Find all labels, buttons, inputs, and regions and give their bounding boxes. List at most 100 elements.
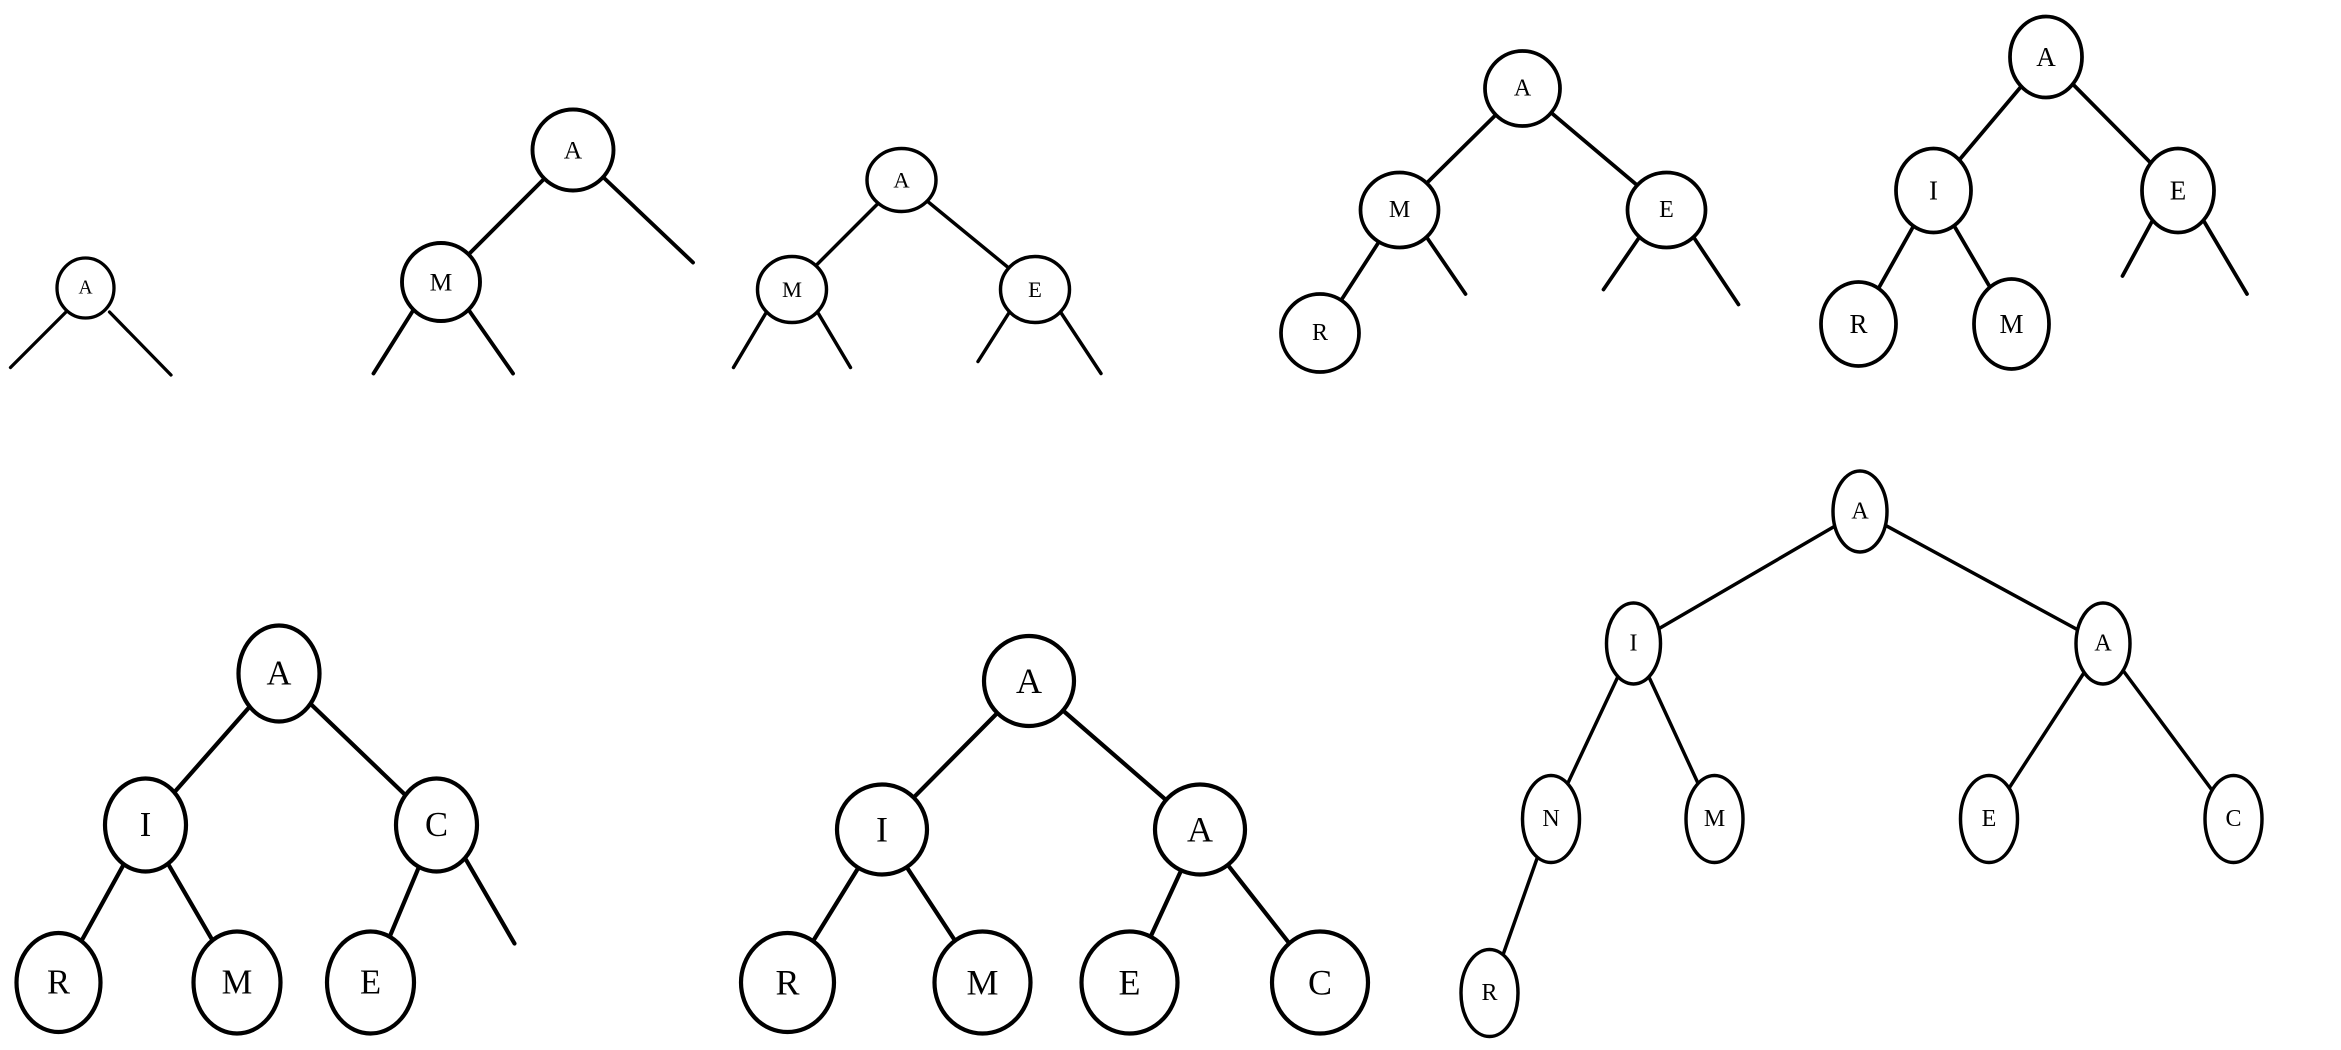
tree-3-empty-branch-1 xyxy=(731,310,769,370)
node-circle xyxy=(1459,947,1520,1039)
node-circle xyxy=(1684,773,1745,865)
tree-7-node-1: A xyxy=(981,633,1077,729)
node-label: E xyxy=(360,964,381,1002)
node-circle xyxy=(2203,773,2264,865)
node-label: M xyxy=(1389,197,1410,223)
node-circle xyxy=(393,776,480,874)
node-circle xyxy=(1894,146,1973,235)
node-circle xyxy=(1079,929,1180,1036)
tree-3-empty-branch-3 xyxy=(976,310,1012,364)
node-circle xyxy=(755,254,829,325)
node-circle xyxy=(1358,170,1441,250)
node-circle xyxy=(1520,773,1582,865)
node-label: I xyxy=(140,806,152,844)
node-circle xyxy=(1625,170,1708,250)
node-circle xyxy=(1958,773,2020,865)
node-label: I xyxy=(1929,176,1938,206)
tree-2-node-2: M xyxy=(400,241,482,323)
tree-1-empty-branch-2 xyxy=(107,310,173,377)
tree-8-node-3: A xyxy=(2074,601,2132,686)
tree-3-node-3: E xyxy=(998,254,1072,325)
tree-7-node-5: M xyxy=(932,929,1033,1036)
tree-3-node-1: A xyxy=(865,146,938,214)
tree-7-node-2: I xyxy=(834,782,930,877)
node-label: E xyxy=(1982,806,1997,832)
node-circle xyxy=(14,930,103,1035)
tree-5-node-3: E xyxy=(2140,146,2216,235)
node-circle xyxy=(932,929,1033,1036)
node-circle xyxy=(1483,49,1562,128)
node-circle xyxy=(1152,782,1248,877)
tree-6-node-5: M xyxy=(191,929,283,1036)
node-label: A xyxy=(564,136,583,165)
node-circle xyxy=(998,254,1072,325)
tree-8-node-5: M xyxy=(1684,773,1745,865)
node-label: A xyxy=(1016,661,1042,701)
node-label: R xyxy=(47,964,70,1002)
node-label: N xyxy=(1542,806,1559,832)
tree-8-node-8: R xyxy=(1459,947,1520,1039)
tree-1-empty-branch-1 xyxy=(8,310,68,370)
node-circle xyxy=(2008,14,2084,100)
tree-6-node-6: E xyxy=(324,929,417,1036)
node-circle xyxy=(400,241,482,323)
node-circle xyxy=(191,929,283,1036)
tree-4-node-3: E xyxy=(1625,170,1708,250)
node-label: R xyxy=(1849,309,1867,339)
node-label: A xyxy=(2094,631,2112,657)
node-circle xyxy=(55,256,116,320)
node-circle xyxy=(236,623,322,724)
node-label: E xyxy=(2170,176,2187,206)
node-circle xyxy=(834,782,930,877)
tree-7-node-7: C xyxy=(1269,929,1371,1036)
node-label: R xyxy=(1481,980,1497,1006)
tree-4-empty-branch-3 xyxy=(1691,235,1741,307)
tree-5-empty-branch-2 xyxy=(2201,218,2249,296)
node-label: M xyxy=(430,268,453,297)
tree-3: A M E xyxy=(731,146,1103,376)
tree-8-node-2: I xyxy=(1604,601,1663,686)
tree-4-node-4: R xyxy=(1279,292,1361,374)
tree-2: AM xyxy=(371,107,695,376)
tree-5-node-4: R xyxy=(1819,280,1898,368)
node-circle xyxy=(1819,280,1898,368)
node-circle xyxy=(2074,601,2132,686)
node-circle xyxy=(981,633,1077,729)
node-circle xyxy=(1972,277,2051,371)
node-label: A xyxy=(267,655,292,693)
node-label: M xyxy=(966,963,998,1003)
node-label: I xyxy=(1630,631,1638,657)
tree-8-node-6: E xyxy=(1958,773,2020,865)
node-circle xyxy=(1604,601,1663,686)
tree-8-edge-1 xyxy=(1631,509,1862,646)
node-circle xyxy=(2140,146,2216,235)
node-label: E xyxy=(1659,197,1674,223)
tree-4-empty-branch-1 xyxy=(1424,235,1468,296)
tree-4-node-2: M xyxy=(1358,170,1441,250)
tree-6-node-2: I xyxy=(102,776,189,874)
node-label: A xyxy=(893,168,910,193)
tree-5-node-2: I xyxy=(1894,146,1973,235)
tree-7-node-6: E xyxy=(1079,929,1180,1036)
tree-4-empty-branch-2 xyxy=(1601,235,1642,292)
tree-8-edge-2 xyxy=(1858,509,2105,646)
node-circle xyxy=(102,776,189,874)
tree-3-empty-branch-4 xyxy=(1058,310,1103,376)
node-circle xyxy=(530,107,616,193)
node-label: A xyxy=(1514,76,1532,102)
node-circle xyxy=(1279,292,1361,374)
node-label: M xyxy=(782,277,802,302)
node-circle xyxy=(324,929,417,1036)
node-circle xyxy=(865,146,938,214)
node-label: E xyxy=(1119,963,1141,1003)
node-label: E xyxy=(1028,277,1042,302)
tree-6-node-1: A xyxy=(236,623,322,724)
node-label: M xyxy=(1704,806,1725,832)
tree-3-node-2: M xyxy=(755,254,829,325)
node-label: C xyxy=(1308,963,1332,1003)
node-label: C xyxy=(425,806,448,844)
node-circle xyxy=(1269,929,1371,1036)
